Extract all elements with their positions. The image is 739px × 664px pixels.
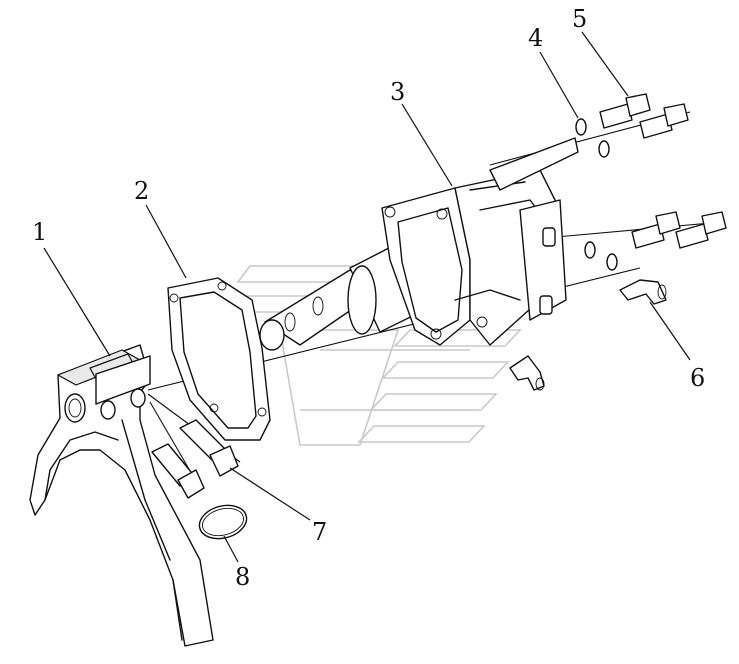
washers [575, 118, 618, 271]
elbow-fitting [619, 279, 667, 305]
callout-2: 2 [134, 177, 149, 205]
housing-elbow-fitting [509, 355, 545, 391]
callout-4: 4 [528, 24, 543, 52]
callout-5: 5 [572, 5, 587, 33]
callout-3: 3 [390, 78, 405, 106]
leader-lines [43, 31, 691, 563]
callout-7: 7 [312, 518, 327, 546]
callout-8: 8 [235, 563, 250, 591]
callout-1: 1 [32, 218, 47, 246]
callout-6: 6 [690, 364, 705, 392]
shift-cylinder-housing [259, 137, 579, 351]
housing-bolts [599, 93, 727, 249]
gasket [167, 277, 271, 441]
snap-ring [198, 504, 248, 540]
shift-fork [29, 344, 214, 647]
fork-bolts [151, 419, 239, 499]
callout-labels: 1 2 3 4 5 6 7 8 [32, 5, 705, 591]
